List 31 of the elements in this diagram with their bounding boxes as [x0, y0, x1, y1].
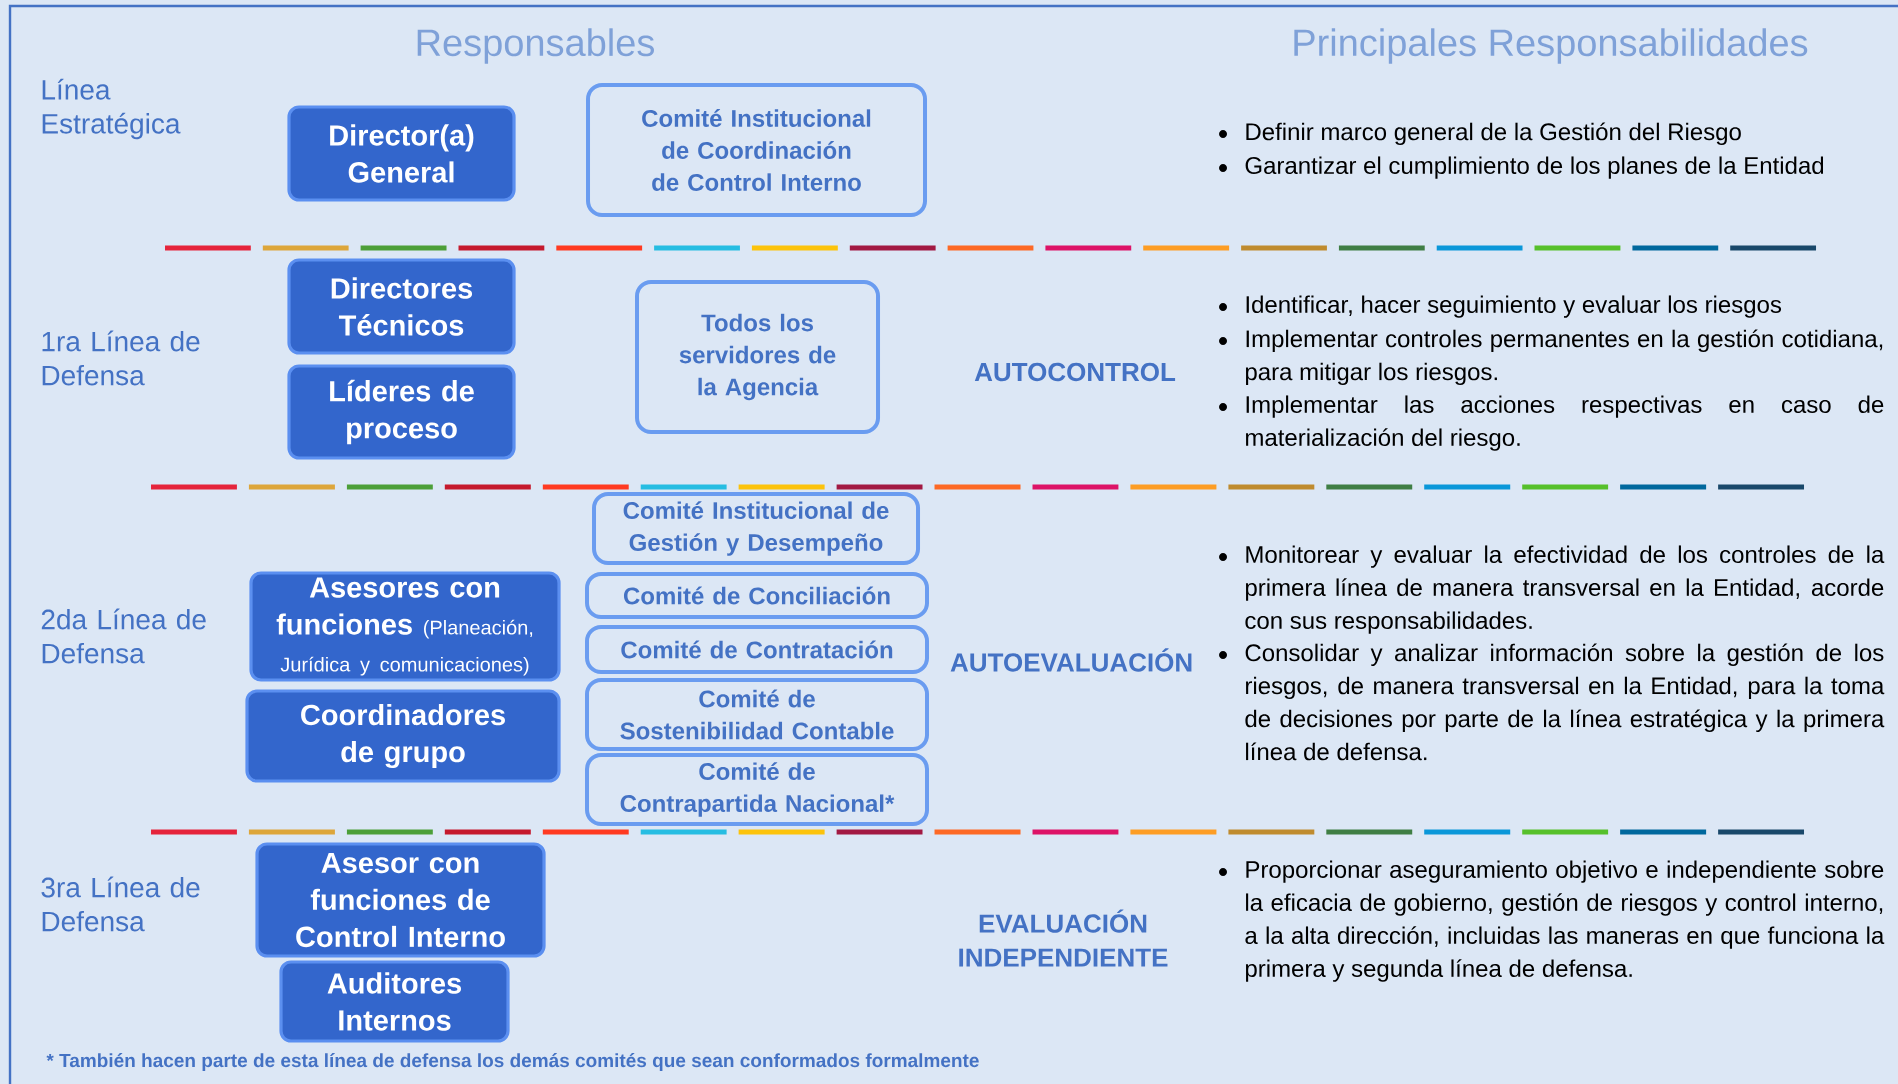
bullet-text: Proporcionar aseguramiento objetivo e independiente sobre la eficacia de gobierno, gestión de riesgos y control interno, a la alta dirección, incluidas las maneras en que funciona la primera y segunda línea de defensa. [1245, 860, 1885, 982]
control-type-label: EVALUACIÓN INDEPENDIENTE [959, 909, 1168, 967]
role-box: Coordinadores de grupo [245, 689, 561, 783]
role-box: Director(a) General [287, 105, 516, 202]
line-label: 1ra Línea de Defensa [42, 330, 200, 386]
committee-box: Comité de Contrapartida Nacional* [585, 753, 929, 826]
bullet-text: Implementar las acciones respectivas en caso de materialización del riesgo. [1246, 395, 1884, 451]
committee-box: Comité de Sostenibilidad Contable [585, 678, 929, 751]
committee-box: Comité Institucional de Gestión y Desempeño [592, 492, 920, 565]
control-type-label: AUTOCONTROL [974, 362, 1176, 382]
bullet-text: Monitorear y evaluar la efectividad de los controles de la primera línea de manera transversal en la Entidad, acorde con sus responsabilidades. [1245, 545, 1885, 634]
bullet-text: Garantizar el cumplimiento de los planes de la Entidad [1245, 156, 1824, 179]
column-heading: Responsables [417, 28, 654, 64]
bullet-text: Definir marco general de la Gestión del Riesgo [1246, 122, 1741, 146]
committee-box: Comité de Contratación [585, 625, 929, 674]
bullet-text: Consolidar y analizar información sobre la gestión de los riesgos, de manera transversal en la Entidad, para la toma de decisiones por parte de la línea estratégica y la primera línea de defensa. [1245, 643, 1885, 761]
role-box: Asesor con funciones de Control Interno [255, 842, 546, 958]
role-box: Auditores Internos [279, 960, 510, 1043]
bullet-text: Implementar controles permanentes en la gestión cotidiana, para mitigar los riesgos. [1245, 329, 1883, 386]
line-label: 3ra Línea de Defensa [41, 876, 200, 932]
committee-box: Todos los servidores de la Agencia [635, 280, 880, 434]
column-heading: Principales Responsabilidades [1294, 28, 1808, 64]
bullet-text: Identificar, hacer seguimiento y evaluar los riesgos [1246, 295, 1782, 318]
role-box: Directores Técnicos [287, 258, 516, 355]
role-box: Líderes de proceso [287, 364, 516, 460]
control-type-label: AUTOEVALUACIÓN [950, 648, 1192, 672]
line-label: Línea Estratégica [42, 78, 181, 140]
role-box: Asesores con funciones (Planeación, Jurídica y comunicaciones) [249, 571, 561, 682]
line-label: 2da Línea de Defensa [41, 608, 206, 664]
committee-box: Comité de Conciliación [585, 572, 929, 619]
committee-box: Comité Institucional de Coordinación de Control Interno [586, 83, 927, 217]
